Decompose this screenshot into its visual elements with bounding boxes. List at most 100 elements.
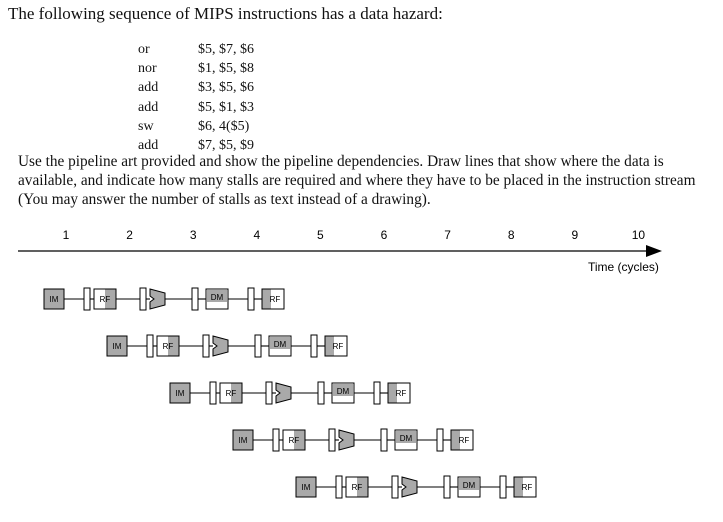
pipeline-register: [272, 428, 280, 452]
instruction-op: add: [138, 99, 159, 115]
stage-rf-write-frame: [387, 382, 411, 404]
stage-rf-read-shade: [231, 383, 242, 403]
cycle-label: 10: [632, 228, 646, 242]
cycle-label: 4: [253, 228, 260, 242]
instruction-args: $5, $7, $6: [198, 42, 254, 57]
pipeline-register: [436, 428, 444, 452]
stage-dm-label: DM: [274, 340, 287, 349]
instruction-row: sw $6, 4($5): [138, 117, 254, 136]
stage-rf-write-shade: [451, 430, 460, 450]
stage-rf-read-shade: [168, 336, 179, 356]
stage-rf-write-label: RF: [522, 483, 533, 492]
cycle-label: 2: [126, 228, 133, 242]
stage-alu-icon: [401, 476, 418, 498]
instruction-op: add: [138, 137, 159, 153]
stage-rf-read-label: RF: [289, 436, 300, 445]
pipeline-register: [247, 287, 255, 311]
pipeline-register: [391, 475, 399, 499]
stage-im-label: IM: [239, 436, 248, 445]
stage-alu-icon: [149, 288, 166, 310]
pipeline-register: [310, 334, 318, 358]
stage-rf-write-label: RF: [459, 436, 470, 445]
stage-rf-read-label: RF: [163, 342, 174, 351]
cycle-label: 6: [381, 228, 388, 242]
pipeline-register: [139, 287, 147, 311]
stage-rf-read-label: RF: [226, 389, 237, 398]
instruction-row: add $5, $1, $3: [138, 98, 254, 117]
stage-dm-label: DM: [400, 434, 413, 443]
stage-im-label: IM: [302, 483, 311, 492]
cycle-label: 8: [508, 228, 515, 242]
pipeline-register: [254, 334, 262, 358]
instruction-row: or $5, $7, $6: [138, 40, 254, 59]
stage-rf-write-shade: [325, 336, 334, 356]
instruction-args: $7, $5, $9: [198, 137, 254, 153]
stage-rf-read-label: RF: [352, 483, 363, 492]
stage-rf-read-shade: [105, 289, 116, 309]
stage-dm-shade: [333, 384, 353, 396]
stage-dm-shade: [207, 290, 227, 302]
stage-dm-shade: [270, 337, 290, 349]
instruction-args: $3, $5, $6: [198, 80, 254, 96]
stage-rf-write-label: RF: [333, 342, 344, 351]
pipeline-register: [202, 334, 210, 358]
stage-dm-shade: [459, 478, 479, 490]
time-axis-label: Time (cycles): [588, 260, 659, 274]
instruction-row: add $7, $5, $9: [138, 136, 254, 155]
instruction-args: $1, $5, $8: [198, 61, 254, 77]
pipeline-register: [373, 381, 381, 405]
pipeline-register: [335, 475, 343, 499]
instruction-op: nor: [138, 61, 157, 77]
intro-text: The following sequence of MIPS instructi…: [8, 4, 443, 23]
stage-im-label: IM: [50, 295, 59, 304]
pipeline-register: [146, 334, 154, 358]
instruction-op: add: [138, 80, 159, 96]
stage-rf-write-shade: [262, 289, 271, 309]
instructions-paragraph: Use the pipeline art provided and show t…: [18, 153, 696, 208]
pipeline-row: IM RF DM RF: [295, 475, 537, 499]
pipeline-register: [265, 381, 273, 405]
cycle-label: 3: [190, 228, 197, 242]
pipeline-register: [499, 475, 507, 499]
stage-rf-write-frame: [261, 288, 285, 310]
cycle-label: 9: [571, 228, 578, 242]
instruction-row: nor $1, $5, $8: [138, 59, 254, 78]
stage-alu-icon: [212, 335, 229, 357]
instruction-op: or: [138, 42, 150, 57]
stage-rf-write-frame: [324, 335, 348, 357]
time-axis-arrow-icon: [646, 245, 662, 257]
instruction-op: sw: [138, 118, 154, 134]
stage-dm-shade: [396, 431, 416, 443]
pipeline-row: IM RF DM RF: [169, 381, 411, 405]
stage-rf-write-shade: [514, 477, 523, 497]
stage-rf-write-frame: [513, 476, 537, 498]
instruction-args: $6, 4($5): [198, 118, 250, 134]
stage-alu-icon: [275, 382, 292, 404]
stage-rf-write-label: RF: [396, 389, 407, 398]
stage-dm-label: DM: [337, 387, 350, 396]
pipeline-register: [380, 428, 388, 452]
pipeline-register: [328, 428, 336, 452]
pipeline-register: [317, 381, 325, 405]
instruction-args: $5, $1, $3: [198, 99, 254, 115]
pipeline-register: [83, 287, 91, 311]
pipeline-register: [209, 381, 217, 405]
pipeline-register: [191, 287, 199, 311]
cycle-label: 5: [317, 228, 324, 242]
pipeline-register: [443, 475, 451, 499]
stage-rf-read-shade: [357, 477, 368, 497]
stage-rf-read-shade: [294, 430, 305, 450]
stage-im-label: IM: [176, 389, 185, 398]
cycle-label: 7: [444, 228, 451, 242]
instruction-listing: or $5, $7, $6 nor $1, $5, $8 add $3, $5,…: [138, 40, 254, 155]
stage-rf-read-label: RF: [100, 295, 111, 304]
stage-dm-label: DM: [463, 481, 476, 490]
pipeline-row: IM RF DM RF: [232, 428, 474, 452]
stage-dm-label: DM: [211, 293, 224, 302]
